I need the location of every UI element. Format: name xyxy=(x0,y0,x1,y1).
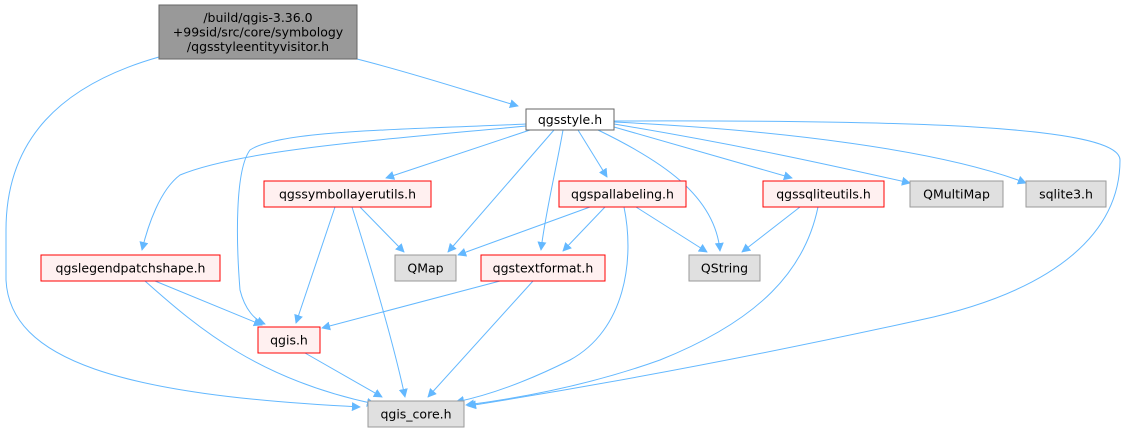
edge-qgssymbollayerutils-to-qmap xyxy=(359,206,405,253)
edge-qgstextformat-to-qgis xyxy=(321,280,501,331)
node-box xyxy=(257,326,321,354)
edge-qgsstyle-to-qmap xyxy=(447,129,555,253)
edge-qgsstyle-to-qgis_core xyxy=(467,120,1121,410)
edge-qgsstyle-to-qgstextformat xyxy=(537,129,564,251)
node-box xyxy=(394,254,457,282)
edge-qgis-to-qgis_core xyxy=(304,352,383,398)
nodes-layer: /build/qgis-3.36.0+99sid/src/core/symbol… xyxy=(40,4,1107,428)
node-label: QMultiMap xyxy=(923,187,990,202)
node-label: qgssymbollayerutils.h xyxy=(279,187,416,202)
node-box xyxy=(525,108,615,131)
edge-qgsstyle-to-qgssqliteutils xyxy=(613,126,793,181)
node-box xyxy=(480,254,606,282)
node-label: /qgsstyleentityvisitor.h xyxy=(187,39,329,54)
edge-qgspallabeling-to-qmap xyxy=(457,206,591,257)
node-qmap[interactable]: QMap xyxy=(394,254,457,282)
node-qgssymbollayerutils[interactable]: qgssymbollayerutils.h xyxy=(263,180,432,208)
edge-qgssqliteutils-to-qstring xyxy=(741,206,801,253)
edge-qgspallabeling-to-qgis_core xyxy=(455,206,629,405)
node-qgstextformat[interactable]: qgstextformat.h xyxy=(480,254,606,282)
node-box xyxy=(263,180,432,208)
node-qstring[interactable]: QString xyxy=(688,254,761,282)
edge-qgsstyle-to-qgslegendpatchshape xyxy=(139,125,527,251)
edge-qgsstyle-to-qgis xyxy=(236,123,527,326)
node-sqlite3[interactable]: sqlite3.h xyxy=(1025,180,1107,208)
edge-root-to-qgis_core xyxy=(5,56,361,412)
node-qgis[interactable]: qgis.h xyxy=(257,326,321,354)
node-box xyxy=(688,254,761,282)
node-label: qgis.h xyxy=(270,333,308,348)
node-qgis_core[interactable]: qgis_core.h xyxy=(367,400,465,428)
node-box xyxy=(762,180,885,208)
node-label: /build/qgis-3.36.0 xyxy=(203,10,312,25)
node-root: /build/qgis-3.36.0+99sid/src/core/symbol… xyxy=(158,4,358,60)
node-label: sqlite3.h xyxy=(1039,187,1093,202)
node-box xyxy=(1025,180,1107,208)
node-box xyxy=(40,254,221,282)
edge-root-to-qgsstyle xyxy=(356,58,519,109)
node-label: qgspallabeling.h xyxy=(571,187,674,202)
node-box xyxy=(367,400,465,428)
node-label: QMap xyxy=(407,261,443,276)
node-label: qgslegendpatchshape.h xyxy=(56,261,206,276)
edge-qgsstyle-to-qgspallabeling xyxy=(577,129,608,178)
node-qgssqliteutils[interactable]: qgssqliteutils.h xyxy=(762,180,885,208)
node-label: QString xyxy=(701,261,748,276)
edges-layer xyxy=(5,56,1121,412)
edge-qgspallabeling-to-qgstextformat xyxy=(562,206,606,252)
edge-qgstextformat-to-qgis_core xyxy=(427,280,534,398)
node-box xyxy=(558,180,687,208)
edge-qgssqliteutils-to-qgis_core xyxy=(465,206,819,409)
node-label: qgis_core.h xyxy=(380,407,451,422)
node-label: qgsstyle.h xyxy=(538,112,602,127)
edge-qgspallabeling-to-qstring xyxy=(635,206,708,253)
node-qgspallabeling[interactable]: qgspallabeling.h xyxy=(558,180,687,208)
edge-qgssymbollayerutils-to-qgis_core xyxy=(351,206,408,398)
node-label: +99sid/src/core/symbology xyxy=(173,25,344,40)
edge-qgslegendpatchshape-to-qgis_core xyxy=(144,280,376,407)
edge-qgsstyle-to-qgssymbollayerutils xyxy=(385,129,531,180)
edge-qgssymbollayerutils-to-qgis xyxy=(294,206,336,324)
node-label: qgssqliteutils.h xyxy=(776,187,871,202)
node-qgsstyle[interactable]: qgsstyle.h xyxy=(525,108,615,131)
node-qgslegendpatchshape[interactable]: qgslegendpatchshape.h xyxy=(40,254,221,282)
edge-qgsstyle-to-sqlite3 xyxy=(613,121,1027,185)
edge-qgslegendpatchshape-to-qgis xyxy=(154,280,263,327)
node-box xyxy=(158,4,358,60)
node-label: qgstextformat.h xyxy=(493,261,594,276)
node-qmultimap[interactable]: QMultiMap xyxy=(909,180,1004,208)
edge-qgsstyle-to-qmultimap xyxy=(613,123,911,186)
node-box xyxy=(909,180,1004,208)
